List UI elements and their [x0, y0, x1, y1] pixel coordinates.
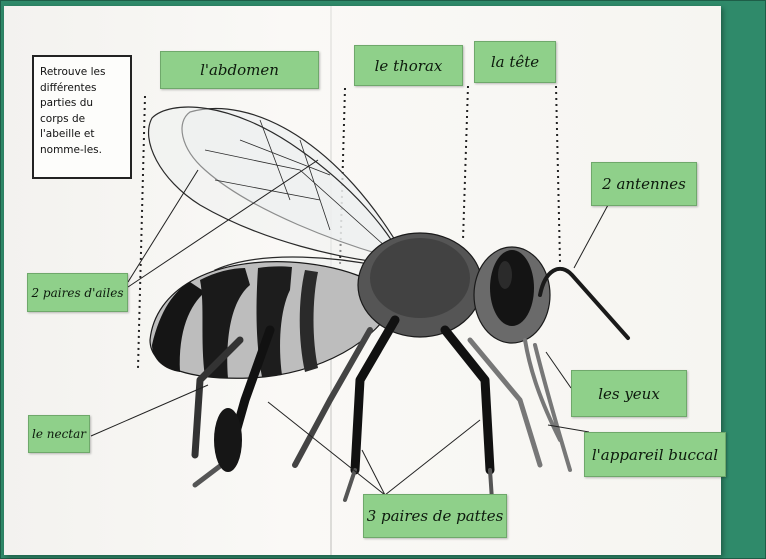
label-nectar: le nectar	[28, 415, 90, 453]
bee-mouthparts	[525, 340, 570, 470]
label-abdomen: l'abdomen	[160, 51, 319, 89]
label-head: la tête	[474, 41, 556, 83]
label-legs: 3 paires de pattes	[363, 494, 507, 538]
label-thorax: le thorax	[354, 45, 463, 86]
label-eyes: les yeux	[571, 370, 687, 417]
label-wings: 2 paires d'ailes	[27, 273, 128, 312]
bee-antenna	[540, 269, 628, 338]
instructions-box: Retrouve les différentes parties du corp…	[32, 55, 132, 179]
bee-eye	[490, 250, 534, 326]
label-mouthparts: l'appareil buccal	[584, 432, 726, 477]
label-antennae: 2 antennes	[591, 162, 697, 206]
